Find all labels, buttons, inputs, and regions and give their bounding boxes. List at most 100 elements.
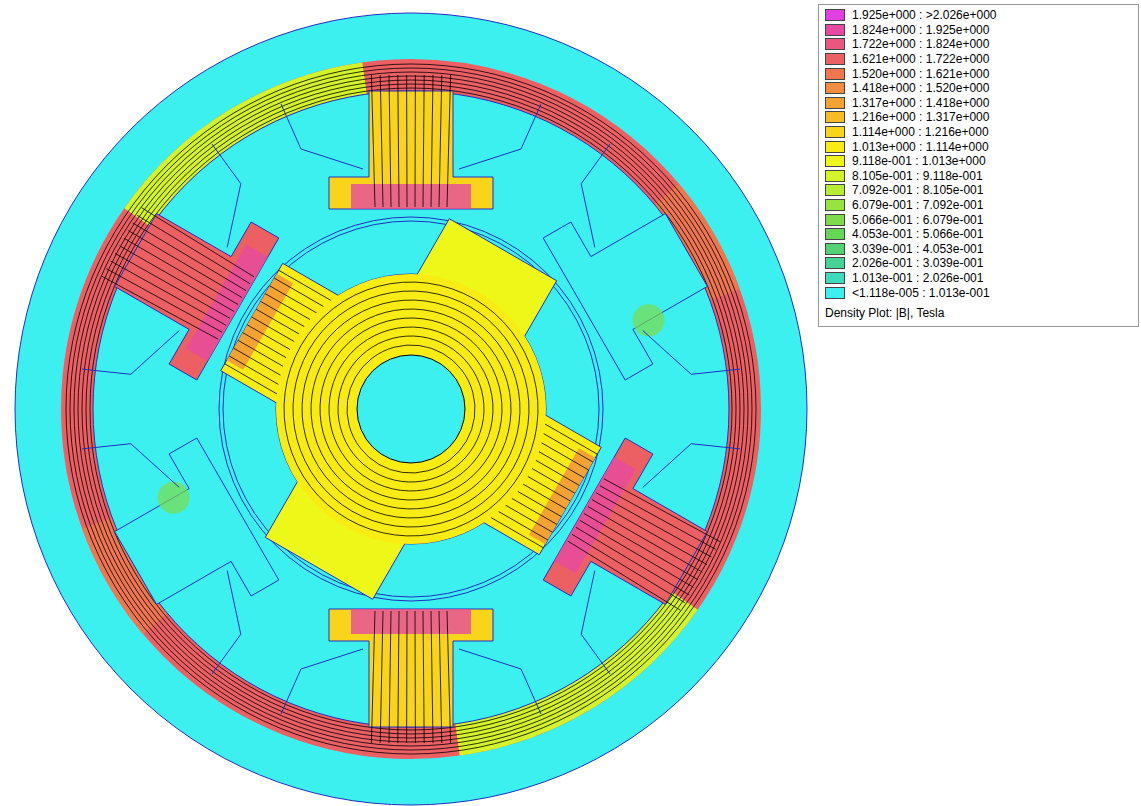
flux-line xyxy=(406,75,407,207)
coil-outline xyxy=(281,649,363,714)
legend-swatch xyxy=(825,287,845,299)
flux-line xyxy=(82,80,740,738)
legend-text: 8.105e-001 : 9.118e-001 xyxy=(852,169,983,183)
legend-row: 1.418e+000 : 1.520e+000 xyxy=(819,81,1138,96)
flux-line xyxy=(423,75,424,207)
stator-pole xyxy=(115,438,279,604)
coil-outline xyxy=(82,444,179,488)
flux-line xyxy=(371,75,375,207)
legend-swatch xyxy=(825,141,845,153)
flux-line xyxy=(380,611,383,743)
flux-line xyxy=(317,300,520,463)
legend-row: 5.066e-001 : 6.079e-001 xyxy=(819,212,1138,227)
stator-pole xyxy=(329,91,493,209)
legend-text: 7.092e-001 : 8.105e-001 xyxy=(852,183,983,197)
flux-line xyxy=(572,534,685,602)
flux-line xyxy=(447,611,451,743)
legend-row: 1.013e-001 : 2.026e-001 xyxy=(819,271,1138,286)
pole-tip-saturation xyxy=(351,184,471,209)
legend-row: 9.118e-001 : 1.013e+000 xyxy=(819,154,1138,169)
legend-row: 1.216e+000 : 1.317e+000 xyxy=(819,110,1138,125)
yoke-edge xyxy=(93,91,729,727)
flux-line xyxy=(580,520,694,587)
legend-swatch xyxy=(825,82,845,94)
coil-outline xyxy=(459,104,541,169)
flux-line xyxy=(431,75,433,207)
legend-swatch xyxy=(825,170,845,182)
flux-line xyxy=(389,75,391,207)
flux-line xyxy=(600,486,716,550)
flux-line xyxy=(106,269,222,333)
flux-line xyxy=(142,208,255,277)
legend-text: 6.079e-001 : 7.092e-001 xyxy=(852,198,983,212)
rotor xyxy=(221,219,602,600)
legend-row: 1.317e+000 : 1.418e+000 xyxy=(819,96,1138,111)
legend-row: 3.039e-001 : 4.053e-001 xyxy=(819,242,1138,257)
coil-outline xyxy=(82,331,179,375)
flux-line xyxy=(584,513,698,579)
legend-swatch xyxy=(825,68,845,80)
legend-swatch xyxy=(825,38,845,50)
legend-row: 1.824e+000 : 1.925e+000 xyxy=(819,23,1138,38)
legend-text: 5.066e-001 : 6.079e-001 xyxy=(852,213,983,227)
rotor-core xyxy=(276,274,546,544)
leak-flux xyxy=(157,482,189,514)
flux-line xyxy=(588,507,703,573)
rotor-core xyxy=(276,274,546,544)
legend-text: 1.317e+000 : 1.418e+000 xyxy=(852,96,989,110)
flux-line xyxy=(120,246,235,312)
flux-line xyxy=(596,493,711,557)
flux-line xyxy=(137,215,250,283)
legend-row: 1.925e+000 : >2.026e+000 xyxy=(819,8,1138,23)
flux-line xyxy=(74,72,748,746)
stator-pole xyxy=(329,609,493,727)
flux-line xyxy=(284,346,521,536)
legend-text: 3.039e-001 : 4.053e-001 xyxy=(852,242,983,256)
legend-text: 9.118e-001 : 1.013e+000 xyxy=(852,154,986,168)
legend-swatch xyxy=(825,184,845,196)
legend-text: 1.114e+000 : 1.216e+000 xyxy=(852,125,989,139)
legend-text: 1.824e+000 : 1.925e+000 xyxy=(852,23,989,37)
legend-text: 1.621e+000 : 1.722e+000 xyxy=(852,52,989,66)
flux-line xyxy=(389,611,391,743)
flux-line xyxy=(102,276,218,339)
legend-text: 1.013e-001 : 2.026e-001 xyxy=(852,271,983,285)
stator-frame xyxy=(15,13,807,805)
legend-swatch xyxy=(825,272,845,284)
flux-line xyxy=(111,261,226,325)
leak-flux xyxy=(633,304,665,336)
legend-swatch xyxy=(825,53,845,65)
stator-yoke xyxy=(77,75,745,743)
coil-outline xyxy=(459,649,541,714)
coil-outline xyxy=(581,144,610,248)
stator-pole xyxy=(543,214,707,380)
legend-text: 1.925e+000 : >2.026e+000 xyxy=(852,8,996,22)
legend-swatch xyxy=(825,126,845,138)
legend-row: 1.013e+000 : 1.114e+000 xyxy=(819,139,1138,154)
legend-row: 6.079e-001 : 7.092e-001 xyxy=(819,198,1138,213)
legend-swatch xyxy=(825,155,845,167)
flux-line xyxy=(447,75,451,207)
legend-row: 1.722e+000 : 1.824e+000 xyxy=(819,37,1138,52)
flux-line xyxy=(309,291,529,468)
legend-row: 2.026e-001 : 3.039e-001 xyxy=(819,256,1138,271)
flux-line xyxy=(66,64,756,754)
flux-line xyxy=(86,84,736,734)
legend-text: 1.013e+000 : 1.114e+000 xyxy=(852,140,989,154)
coil-outline xyxy=(643,331,740,375)
flux-line xyxy=(406,611,407,743)
coil-outline xyxy=(581,571,610,675)
flux-line xyxy=(604,479,720,542)
legend-swatch xyxy=(825,243,845,255)
legend-swatch xyxy=(825,228,845,240)
legend-text: 1.722e+000 : 1.824e+000 xyxy=(852,37,989,51)
flux-line xyxy=(128,231,242,298)
legend-text: 1.418e+000 : 1.520e+000 xyxy=(852,81,989,95)
coil-outline xyxy=(212,571,241,675)
coil-outline xyxy=(281,104,363,169)
flux-line xyxy=(78,76,744,742)
flux-line xyxy=(133,223,246,291)
legend-swatch xyxy=(825,257,845,269)
flux-line xyxy=(398,75,399,207)
legend-row: 1.114e+000 : 1.216e+000 xyxy=(819,125,1138,140)
